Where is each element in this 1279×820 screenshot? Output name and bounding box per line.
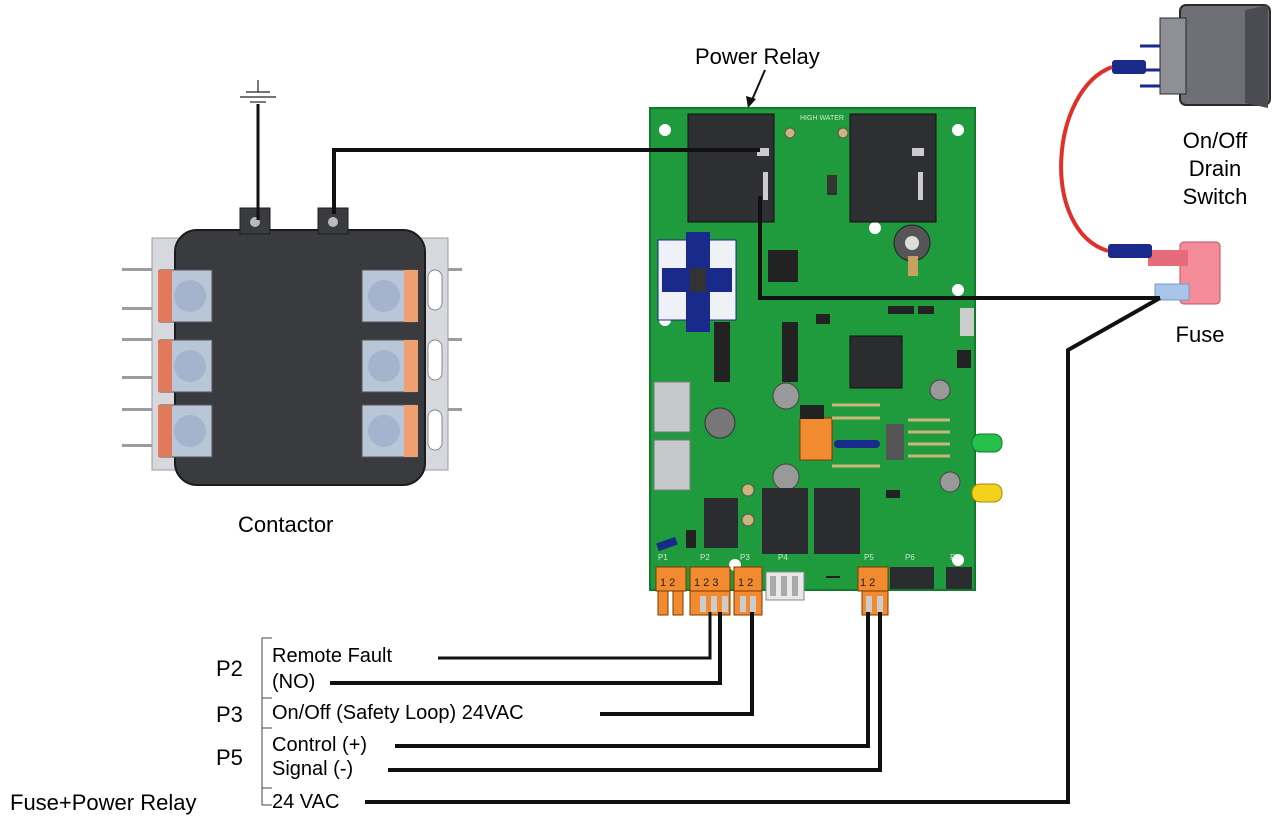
fuse-relay-line1: 24 VAC [272, 791, 340, 813]
on-off-label: On/Off [1182, 128, 1248, 153]
silk-p3: P3 [740, 553, 750, 562]
control-board: HIGH WATER [649, 107, 1003, 616]
connector-p1: 1 2 [655, 566, 687, 616]
power-relay-label: Power Relay [695, 44, 820, 69]
red-wire [1059, 65, 1113, 253]
p1-pins: 1 2 [660, 577, 675, 589]
p2-tag: P2 [216, 656, 243, 681]
connector-p2: 1 2 3 [689, 566, 731, 616]
p3-line1: On/Off (Safety Loop) 24VAC [272, 702, 524, 724]
p3-tag: P3 [216, 702, 243, 727]
connector-p7 [946, 567, 972, 589]
fuse-label: Fuse [1175, 322, 1225, 347]
p5-line1: Control (+) [272, 734, 368, 756]
fuse [1108, 241, 1221, 305]
connector-p4 [765, 571, 805, 601]
contactor [122, 80, 462, 486]
p2-line2: (NO) [272, 671, 316, 693]
p2-pins: 1 2 3 [694, 577, 718, 589]
silk-p7: P7 [950, 553, 960, 562]
silk-p5: P5 [864, 553, 874, 562]
silk-p4: P4 [778, 553, 788, 562]
fuse-relay-tag: Fuse+Power Relay [10, 790, 197, 815]
label-bracket [261, 637, 272, 806]
wires [256, 104, 1161, 804]
connector-p3: 1 2 [733, 566, 763, 616]
silk-p6: P6 [905, 553, 915, 562]
drain-label: Drain [1188, 156, 1242, 181]
silk-p2: P2 [700, 553, 710, 562]
p5-tag: P5 [216, 745, 243, 770]
p2-line1: Remote Fault [272, 645, 393, 667]
p5-pins: 1 2 [860, 577, 875, 589]
silk-p1: P1 [658, 553, 668, 562]
p5-line2: Signal (-) [272, 758, 354, 780]
switch-label: Switch [1182, 184, 1248, 209]
connector-p6 [890, 567, 934, 589]
power-relay-pointer [746, 69, 766, 108]
connector-p5: 1 2 [857, 566, 889, 616]
contactor-label: Contactor [238, 512, 334, 537]
p3-pins: 1 2 [738, 577, 753, 589]
board-silkscreen-high-water: HIGH WATER [800, 115, 844, 122]
drain-switch [1112, 4, 1271, 108]
